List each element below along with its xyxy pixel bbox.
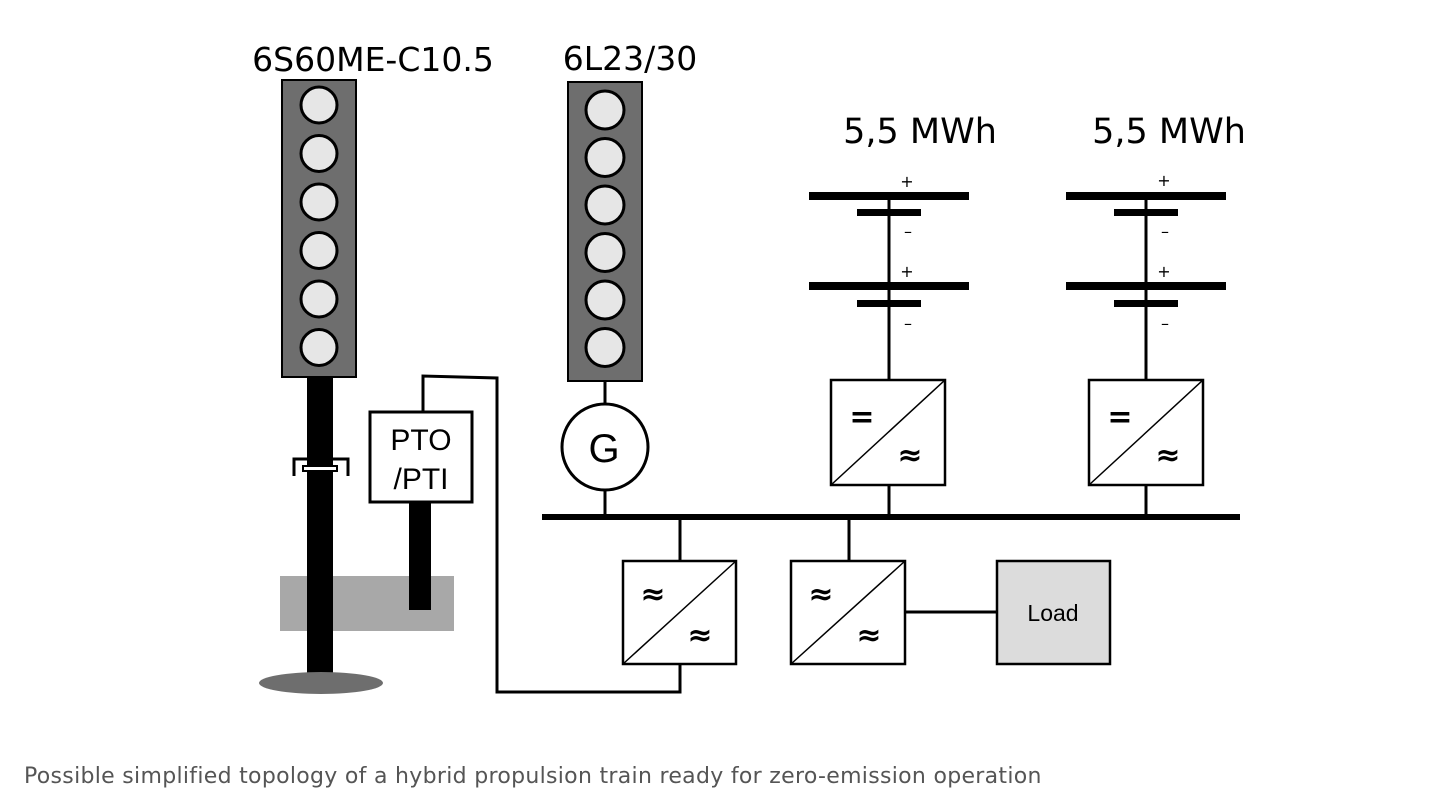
battery-1-converter-ac: ≈ <box>897 438 922 473</box>
battery-2-label: 5,5 MWh <box>1092 112 1246 152</box>
main-engine-label: 6S60ME-C10.5 <box>252 40 494 79</box>
main-shaft <box>307 376 333 691</box>
main-engine-cylinder-6 <box>299 328 339 367</box>
battery-2-converter-diagonal <box>1088 379 1204 486</box>
battery-1-minus-2: – <box>904 314 912 333</box>
main-engine-cylinder-2 <box>299 134 339 173</box>
battery-1-cell-1-minus-plate <box>857 209 921 216</box>
freq-converter-2-input: ≈ <box>808 577 833 612</box>
freq-converter-1-diagonal <box>622 560 737 665</box>
freq-converter-2-diagonal <box>790 560 906 665</box>
shaft-coupling <box>292 457 350 476</box>
main-engine-cylinders <box>299 85 339 367</box>
aux-engine-label: 6L23/30 <box>563 39 697 78</box>
battery-1-cell-1-plus-plate <box>809 192 969 200</box>
battery-1-plus-2: + <box>900 262 913 281</box>
battery-2-converter-ac: ≈ <box>1155 438 1180 473</box>
main-engine-cylinder-1 <box>299 85 339 125</box>
battery-2-minus-2: – <box>1161 314 1169 333</box>
battery-1-cell-2-plus-plate <box>809 282 969 290</box>
pti-label: /PTI <box>393 463 448 496</box>
battery-2-minus-1: – <box>1161 222 1169 241</box>
shaft-coupling-plate <box>302 465 338 472</box>
aux-engine-cylinder-3 <box>584 184 626 226</box>
load-label: Load <box>1027 600 1078 626</box>
pto-label: PTO <box>390 424 451 457</box>
aux-engine-cylinder-5 <box>584 279 626 321</box>
battery-2-cell-2-minus-plate <box>1114 300 1178 307</box>
freq-converter-2-output: ≈ <box>856 618 881 653</box>
propeller <box>259 672 383 694</box>
battery-1-plus-1: + <box>900 172 913 191</box>
aux-engine-cylinder-6 <box>584 327 626 368</box>
battery-2-plus-2: + <box>1157 262 1170 281</box>
aux-engine-cylinder-1 <box>584 89 626 131</box>
main-engine-cylinder-3 <box>299 182 339 222</box>
aux-engine-cylinder-2 <box>584 137 626 178</box>
battery-1-converter-dc: = <box>849 400 874 435</box>
main-engine-cylinder-4 <box>299 231 339 270</box>
figure-caption: Possible simplified topology of a hybrid… <box>24 764 1042 789</box>
battery-2-cell-1-minus-plate <box>1114 209 1178 216</box>
main-engine-block <box>281 79 357 378</box>
pto-pti-box <box>368 410 474 504</box>
aux-engine-cylinders <box>584 89 626 368</box>
battery-2-converter-dc: = <box>1107 400 1132 435</box>
freq-converter-1-input: ≈ <box>640 577 665 612</box>
battery-1-converter-diagonal <box>830 379 946 486</box>
battery-2-plus-1: + <box>1157 171 1170 190</box>
battery-1-label: 5,5 MWh <box>843 112 997 152</box>
main-engine-cylinder-5 <box>299 279 339 319</box>
freq-converter-1-output: ≈ <box>687 618 712 653</box>
battery-1-cell-2-minus-plate <box>857 300 921 307</box>
battery-2-cell-1-plus-plate <box>1066 192 1226 200</box>
generator-label: G <box>588 427 619 471</box>
battery-1-minus-1: – <box>904 222 912 241</box>
battery-2-cell-2-plus-plate <box>1066 282 1226 290</box>
pto-pti-shaft <box>409 501 431 610</box>
aux-engine-cylinder-4 <box>584 232 626 273</box>
pto-pti-cable <box>421 374 682 694</box>
load-box <box>995 559 1112 666</box>
